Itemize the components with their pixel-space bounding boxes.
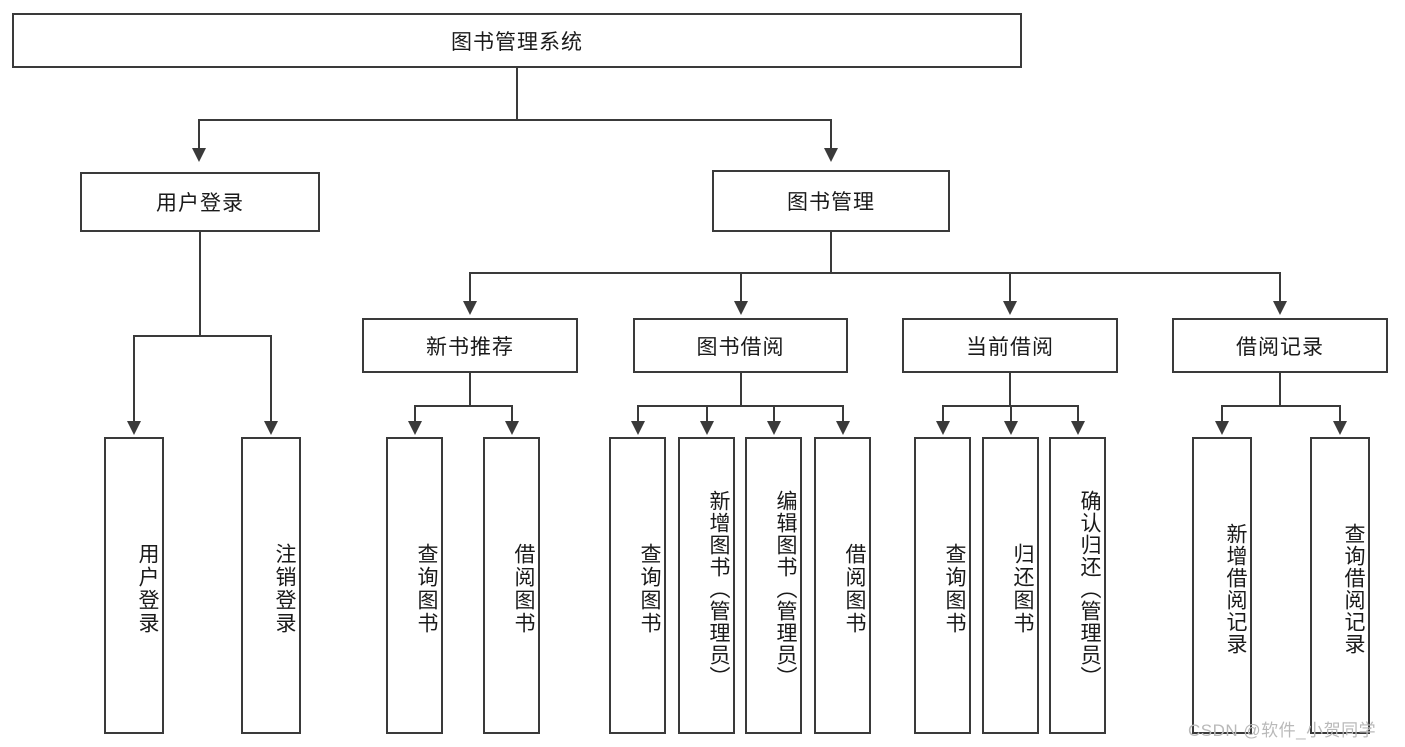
- node-label: 新增图书（管理员）: [707, 489, 730, 688]
- arrow-user-login-to-leaf-1: [264, 421, 278, 435]
- connector-bb-to-leaf-0: [637, 405, 639, 423]
- leaf-book-borrow-2[interactable]: 编辑图书（管理员）: [745, 437, 802, 734]
- leaf-new-book-recommend-1[interactable]: 借阅图书: [483, 437, 540, 734]
- connector-root-to-book-management: [830, 119, 832, 151]
- connector-bm-to-new-book: [469, 272, 471, 304]
- node-label: 确认归还（管理员）: [1078, 489, 1101, 688]
- node-label: 查询图书: [943, 542, 966, 635]
- leaf-current-borrow-0[interactable]: 查询图书: [914, 437, 971, 734]
- arrow-bb-to-leaf-0: [631, 421, 645, 435]
- arrow-bm-to-new-book: [463, 301, 477, 315]
- arrow-cb-to-leaf-0: [936, 421, 950, 435]
- node-label: 新增借阅记录: [1224, 522, 1247, 655]
- leaf-book-borrow-3[interactable]: 借阅图书: [814, 437, 871, 734]
- arrow-bm-to-book-borrow: [734, 301, 748, 315]
- arrow-root-to-user-login: [192, 148, 206, 162]
- node-label: 借阅图书: [843, 542, 866, 635]
- connector-nbr-bus: [414, 405, 513, 407]
- connector-cb-to-leaf-2: [1077, 405, 1079, 423]
- connector-user-login-to-leaf-1: [270, 335, 272, 423]
- node-book-borrow[interactable]: 图书借阅: [633, 318, 848, 373]
- node-new-book-recommend[interactable]: 新书推荐: [362, 318, 578, 373]
- leaf-borrow-record-1[interactable]: 查询借阅记录: [1310, 437, 1370, 734]
- connector-cb-to-leaf-1: [1010, 405, 1012, 423]
- connector-user-login-stem: [199, 232, 201, 336]
- arrow-br-to-leaf-0: [1215, 421, 1229, 435]
- connector-br-bus: [1221, 405, 1340, 407]
- node-user-login[interactable]: 用户登录: [80, 172, 320, 232]
- node-book-management[interactable]: 图书管理: [712, 170, 950, 232]
- arrow-bm-to-current-borrow: [1003, 301, 1017, 315]
- connector-cb-to-leaf-0: [942, 405, 944, 423]
- node-label: 查询图书: [415, 542, 438, 635]
- arrow-user-login-to-leaf-0: [127, 421, 141, 435]
- arrow-bm-to-borrow-record: [1273, 301, 1287, 315]
- node-label: 图书借阅: [696, 335, 785, 359]
- node-label: 用户登录: [136, 542, 159, 635]
- arrow-br-to-leaf-1: [1333, 421, 1347, 435]
- leaf-book-borrow-0[interactable]: 查询图书: [609, 437, 666, 734]
- connector-bm-to-book-borrow: [740, 272, 742, 304]
- connector-user-login-bus: [134, 335, 272, 337]
- arrow-bb-to-leaf-1: [700, 421, 714, 435]
- connector-bb-to-leaf-3: [842, 405, 844, 423]
- connector-nbr-stem: [469, 373, 471, 407]
- arrow-cb-to-leaf-2: [1071, 421, 1085, 435]
- node-root-book-management-system[interactable]: 图书管理系统: [12, 13, 1022, 68]
- connector-br-to-leaf-0: [1221, 405, 1223, 423]
- connector-nbr-to-leaf-0: [414, 405, 416, 423]
- node-borrow-record[interactable]: 借阅记录: [1172, 318, 1388, 373]
- connector-bb-to-leaf-1: [706, 405, 708, 423]
- connector-bb-stem: [740, 373, 742, 407]
- connector-bm-to-current-borrow: [1009, 272, 1011, 304]
- node-label: 编辑图书（管理员）: [774, 489, 797, 688]
- leaf-user-login-1[interactable]: 注销登录: [241, 437, 301, 734]
- node-label: 归还图书: [1011, 542, 1034, 635]
- leaf-new-book-recommend-0[interactable]: 查询图书: [386, 437, 443, 734]
- node-label: 图书管理: [787, 191, 875, 214]
- leaf-current-borrow-2[interactable]: 确认归还（管理员）: [1049, 437, 1106, 734]
- node-label: 注销登录: [273, 542, 296, 635]
- csdn-watermark: CSDN @软件_小贺同学: [1188, 721, 1377, 740]
- leaf-user-login-0[interactable]: 用户登录: [104, 437, 164, 734]
- arrow-cb-to-leaf-1: [1004, 421, 1018, 435]
- arrow-nbr-to-leaf-1: [505, 421, 519, 435]
- arrow-bb-to-leaf-2: [767, 421, 781, 435]
- connector-book-management-bus: [469, 272, 1281, 274]
- connector-user-login-to-leaf-0: [133, 335, 135, 423]
- connector-br-to-leaf-1: [1339, 405, 1341, 423]
- node-current-borrow[interactable]: 当前借阅: [902, 318, 1118, 373]
- connector-root-to-user-login: [198, 119, 200, 151]
- connector-nbr-to-leaf-1: [511, 405, 513, 423]
- arrow-bb-to-leaf-3: [836, 421, 850, 435]
- node-label: 用户登录: [156, 192, 244, 215]
- node-label: 查询图书: [638, 542, 661, 635]
- connector-root-bus: [198, 119, 832, 121]
- node-label: 新书推荐: [426, 335, 514, 359]
- node-label: 图书管理系统: [451, 30, 583, 54]
- arrow-root-to-book-management: [824, 148, 838, 162]
- connector-root-stem: [516, 68, 518, 120]
- node-label: 当前借阅: [966, 335, 1054, 359]
- node-label: 借阅图书: [512, 542, 535, 635]
- connector-book-management-stem: [830, 232, 832, 274]
- node-label: 借阅记录: [1236, 335, 1324, 359]
- leaf-current-borrow-1[interactable]: 归还图书: [982, 437, 1039, 734]
- leaf-book-borrow-1[interactable]: 新增图书（管理员）: [678, 437, 735, 734]
- connector-bm-to-borrow-record: [1279, 272, 1281, 304]
- connector-br-stem: [1279, 373, 1281, 407]
- connector-cb-stem: [1009, 373, 1011, 407]
- connector-bb-bus: [637, 405, 844, 407]
- leaf-borrow-record-0[interactable]: 新增借阅记录: [1192, 437, 1252, 734]
- arrow-nbr-to-leaf-0: [408, 421, 422, 435]
- node-label: 查询借阅记录: [1342, 522, 1365, 655]
- connector-bb-to-leaf-2: [773, 405, 775, 423]
